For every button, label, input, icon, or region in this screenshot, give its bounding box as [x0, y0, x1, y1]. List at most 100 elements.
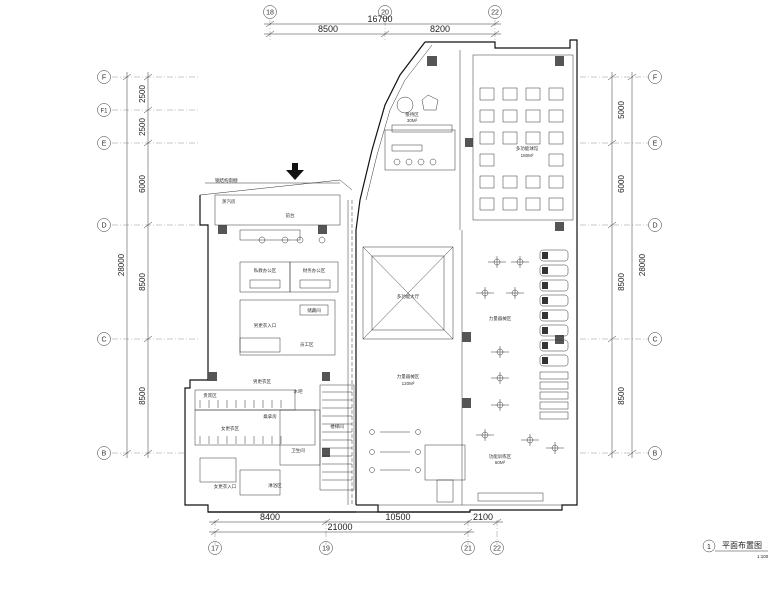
mat	[502, 131, 518, 145]
machine-seat	[481, 431, 489, 439]
treadmill	[539, 279, 569, 292]
bottom-dimensions: 8400 10500 2100 21000	[209, 512, 503, 536]
dim-bottom-1: 8400	[260, 512, 280, 522]
dim-bottom-overall: 21000	[327, 522, 352, 532]
machine-seat	[496, 374, 504, 382]
machine-seat	[496, 401, 504, 409]
svg-text:8500: 8500	[138, 273, 147, 291]
mat	[479, 153, 495, 167]
svg-text:2500: 2500	[138, 118, 147, 136]
machine-seat	[551, 444, 559, 452]
title-number: 1	[707, 544, 711, 551]
label-vip: 贵宾区	[203, 392, 217, 399]
top-dimensions: 16700 8500 8200	[264, 14, 501, 38]
left-dimensions: 28000 2500 2500 6000 8500 8500	[117, 72, 153, 458]
svg-text:C: C	[652, 337, 657, 344]
label-office-top: 前台	[286, 212, 295, 219]
grid-label-17: 17	[211, 546, 219, 553]
svg-text:60M²: 60M²	[495, 460, 506, 465]
label-steam: 蒸汽房	[222, 198, 236, 205]
label-men-lockers: 男更衣区	[253, 378, 271, 385]
label-office1: 私教办公区	[254, 267, 277, 274]
stair: 楼梯间	[319, 384, 355, 491]
grid-bubbles-top: 18 20 22	[263, 5, 502, 19]
grid-axes	[112, 20, 648, 545]
central-hall: 多功能大厅 力量器械区 120M²	[362, 246, 454, 386]
label-reception: 接待区	[405, 111, 419, 118]
bench	[539, 381, 569, 390]
machine-seat	[511, 289, 519, 297]
entrance-arrow	[286, 163, 304, 180]
svg-text:E: E	[653, 141, 658, 148]
grid-label-21: 21	[464, 546, 472, 553]
treadmill-console	[542, 267, 548, 274]
mat	[525, 175, 541, 189]
building-walls	[184, 39, 578, 513]
mat	[502, 175, 518, 189]
machine-seat	[493, 258, 501, 266]
svg-text:8500: 8500	[617, 273, 626, 291]
dim-left-overall: 28000	[117, 253, 126, 276]
mat	[525, 197, 541, 211]
svg-text:水吧: 水吧	[294, 388, 303, 394]
treadmill-console	[542, 327, 548, 334]
mat	[548, 153, 564, 167]
svg-text:30M²: 30M²	[407, 118, 418, 123]
svg-text:C: C	[101, 337, 106, 344]
svg-text:桑拿房: 桑拿房	[263, 413, 277, 420]
dim-top-1: 8500	[318, 24, 338, 34]
mat	[502, 109, 518, 123]
mat	[479, 109, 495, 123]
dim-bottom-2: 10500	[385, 512, 410, 522]
label-toilet: 卫生间	[291, 447, 305, 454]
bench	[539, 391, 569, 400]
left-wing-rooms: 前台 私教办公区 财务办公区 男更衣入口 储藏间 男更衣区 水吧 贵宾区 女更衣…	[194, 177, 341, 496]
mat	[479, 131, 495, 145]
mat	[479, 197, 495, 211]
label-strength: 力量器械区	[489, 315, 512, 322]
label-top-note: 钢结构雨棚	[215, 177, 238, 184]
grid-label-22: 22	[491, 10, 499, 17]
svg-text:F: F	[102, 75, 106, 82]
mat	[548, 109, 564, 123]
treadmill-console	[542, 252, 548, 259]
treadmill-row	[539, 249, 569, 420]
treadmill-console	[542, 297, 548, 304]
mat	[525, 87, 541, 101]
machine-seat	[516, 258, 524, 266]
ball-court: 多功能球馆 180M²	[472, 54, 574, 221]
treadmill-console	[542, 342, 548, 349]
svg-text:F: F	[653, 75, 657, 82]
title-text: 平面布置图	[722, 540, 762, 550]
label-stairs: 楼梯间	[330, 423, 344, 430]
dim-bottom-3: 2100	[473, 512, 493, 522]
label-women-entry: 女更衣入口	[214, 483, 237, 490]
label-functional: 功能训练区	[489, 453, 512, 460]
treadmill	[539, 309, 569, 322]
label-men-entry: 男更衣入口	[254, 322, 277, 329]
treadmill	[539, 354, 569, 367]
label-multi-ball: 多功能球馆	[516, 145, 539, 152]
treadmill-console	[542, 282, 548, 289]
svg-text:8500: 8500	[617, 387, 626, 405]
grid-bubbles-bottom: 17 19 21 22	[208, 541, 504, 555]
svg-text:B: B	[102, 451, 107, 458]
mat	[502, 87, 518, 101]
grid-label-20: 20	[381, 10, 389, 17]
treadmill-console	[542, 357, 548, 364]
treadmill	[539, 294, 569, 307]
grid-label-19: 19	[322, 546, 330, 553]
label-hall: 多功能大厅	[397, 293, 420, 300]
mat	[548, 175, 564, 189]
mat	[548, 197, 564, 211]
mat	[548, 131, 564, 145]
svg-text:2500: 2500	[138, 85, 147, 103]
equipment-area: 力量器械区 功能训练区 60M²	[369, 249, 569, 503]
reception-zone: 接待区 30M²	[384, 94, 456, 171]
grid-label-18: 18	[266, 10, 274, 17]
court-mats	[479, 87, 564, 211]
machine-seat	[496, 348, 504, 356]
grid-label-22b: 22	[493, 546, 501, 553]
